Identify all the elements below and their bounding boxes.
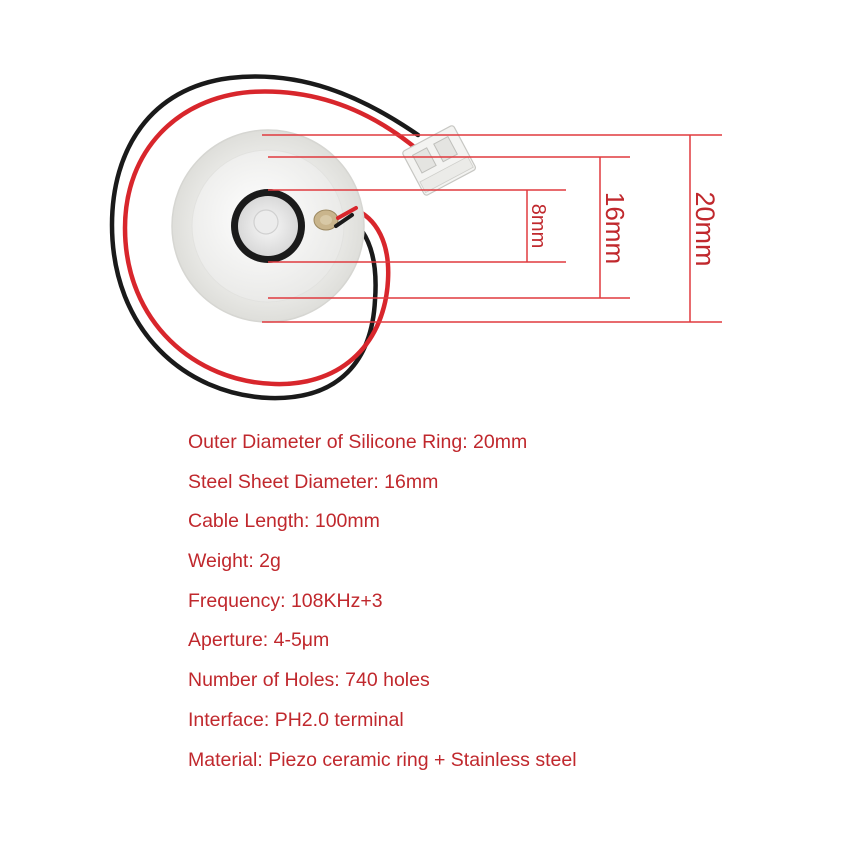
spec-frequency: Frequency: 108KHz+3 (188, 589, 383, 612)
spec-weight: Weight: 2g (188, 550, 281, 573)
spec-cable-length: Cable Length: 100mm (188, 510, 380, 533)
black-lead (334, 213, 354, 228)
spec-aperture: Aperture: 4-5μm (188, 629, 330, 652)
ph20-connector (402, 125, 477, 196)
dimension-label-outer: 20mm (690, 191, 720, 266)
spec-number-of-holes: Number of Holes: 740 holes (188, 669, 430, 692)
dimension-middle (268, 156, 630, 299)
spec-interface: Interface: PH2.0 terminal (188, 708, 404, 731)
red-lead (336, 206, 358, 220)
dimension-outer (262, 134, 722, 323)
dimension-inner (268, 189, 566, 263)
aperture-mesh (253, 209, 279, 235)
spec-material: Material: Piezo ceramic ring + Stainless… (188, 748, 577, 771)
spec-outer-diameter: Outer Diameter of Silicone Ring: 20mm (188, 431, 528, 453)
spec-list: Outer Diameter of Silicone Ring: 20mm St… (188, 427, 577, 784)
dimension-label-middle: 16mm (600, 192, 630, 264)
spec-steel-sheet-diameter: Steel Sheet Diameter: 16mm (188, 470, 439, 493)
red-wire (122, 89, 421, 387)
solder-pad-inner (320, 215, 332, 225)
dimension-label-inner: 8mm (527, 204, 549, 248)
product-diagram: 8mm 16mm 20mm (109, 74, 722, 401)
black-wire (109, 74, 421, 401)
